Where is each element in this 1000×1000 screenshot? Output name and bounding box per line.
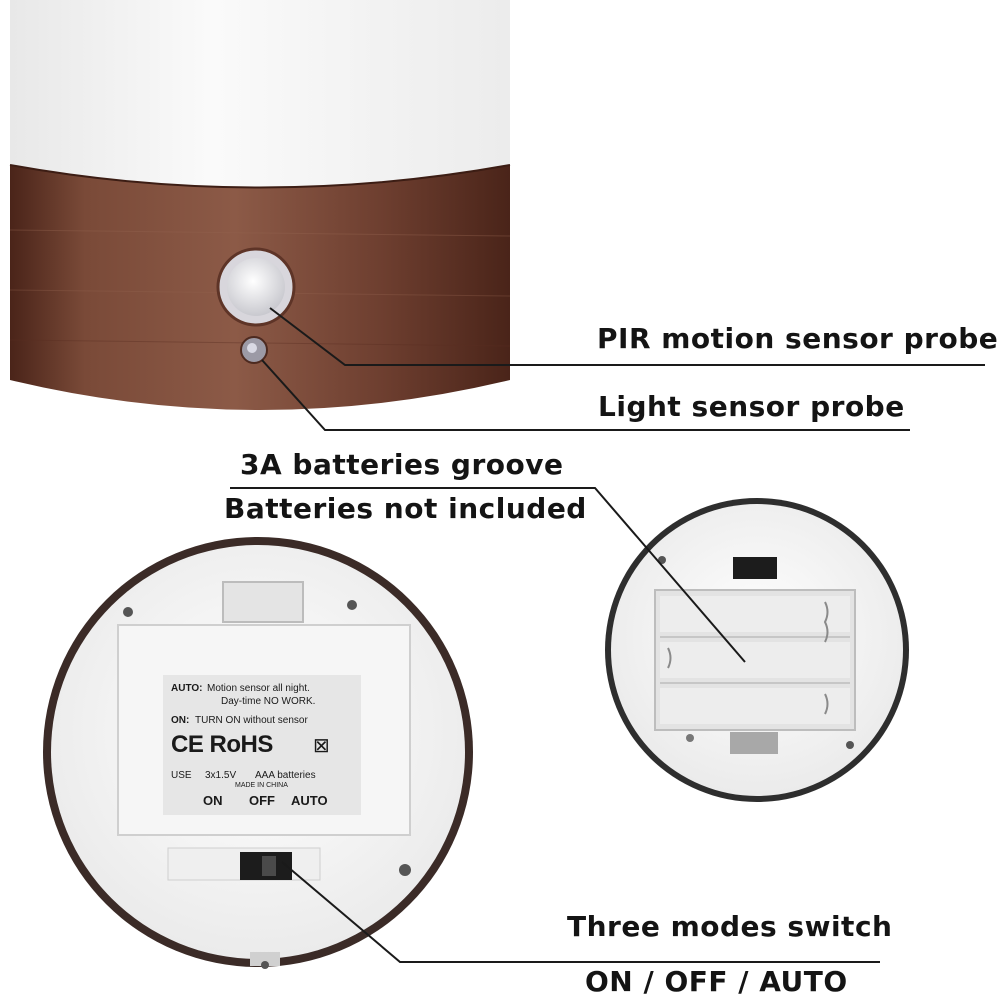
callout-batteries-note: Batteries not included	[224, 492, 587, 525]
callout-lines-lower	[230, 487, 880, 963]
lamp-shade	[10, 0, 510, 200]
label-on-text: TURN ON without sensor	[195, 715, 308, 726]
label-use-type: AAA batteries	[255, 770, 316, 781]
label-auto-key: AUTO:	[171, 683, 203, 694]
callout-pir-sensor: PIR motion sensor probe	[597, 322, 999, 355]
label-switch-auto: AUTO	[291, 793, 328, 808]
label-origin: MADE IN CHINA	[235, 782, 288, 789]
callout-modes: ON / OFF / AUTO	[585, 965, 848, 998]
callout-lines-upper	[261, 307, 985, 431]
label-on-key: ON:	[171, 715, 190, 726]
label-use-key: USE	[171, 770, 192, 781]
label-switch-on: ON	[203, 793, 223, 808]
callout-light-sensor: Light sensor probe	[598, 390, 905, 423]
label-switch-off: OFF	[249, 793, 275, 808]
callout-battery-groove: 3A batteries groove	[240, 448, 564, 481]
callout-switch: Three modes switch	[567, 910, 893, 943]
light-sensor-icon	[240, 336, 268, 364]
product-label: AUTO: Motion sensor all night. Day-time …	[163, 675, 361, 815]
bin-icon: ⊠	[313, 735, 330, 757]
label-auto-line1: Motion sensor all night.	[207, 683, 310, 694]
pir-sensor-icon	[216, 247, 296, 327]
lamp-bottom-small	[605, 498, 909, 802]
label-use-text: 3x1.5V	[205, 770, 237, 781]
label-auto-line2: Day-time NO WORK.	[221, 696, 316, 707]
label-certification-marks: CE RoHS	[171, 731, 273, 758]
